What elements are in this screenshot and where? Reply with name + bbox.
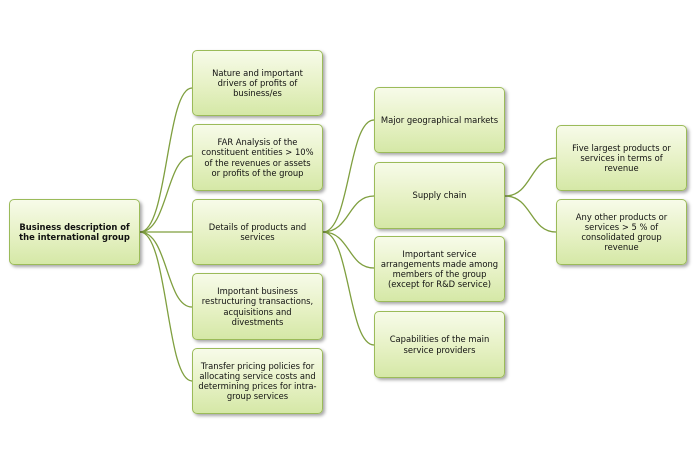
node-business-description: Business description of the internationa… xyxy=(9,199,140,265)
connector-details-supply xyxy=(322,195,375,233)
node-restructuring: Important business restructuring transac… xyxy=(192,273,323,340)
connector-details-markets xyxy=(322,119,375,233)
connector-supply-five xyxy=(504,157,557,197)
node-far-analysis: FAR Analysis of the constituent entities… xyxy=(192,124,323,191)
node-geographical-markets: Major geographical markets xyxy=(374,87,505,153)
node-products-services: Details of products and services xyxy=(192,199,323,265)
node-transfer-pricing: Transfer pricing policies for allocating… xyxy=(192,348,323,414)
node-service-arrangements: Important service arrangements made amon… xyxy=(374,236,505,302)
node-other-products: Any other products or services > 5 % of … xyxy=(556,199,687,265)
connector-root-far xyxy=(139,155,193,233)
node-nature-drivers: Nature and important drivers of profits … xyxy=(192,50,323,116)
node-five-largest-products: Five largest products or services in ter… xyxy=(556,125,687,191)
connector-supply-other xyxy=(504,195,557,233)
connector-root-nature xyxy=(139,87,193,233)
connector-details-capabilities xyxy=(322,231,375,346)
node-service-capabilities: Capabilities of the main service provide… xyxy=(374,311,505,378)
connector-root-transfer xyxy=(139,231,193,382)
connector-details-service xyxy=(322,231,375,269)
connector-root-restructuring xyxy=(139,231,193,308)
node-supply-chain: Supply chain xyxy=(374,162,505,229)
